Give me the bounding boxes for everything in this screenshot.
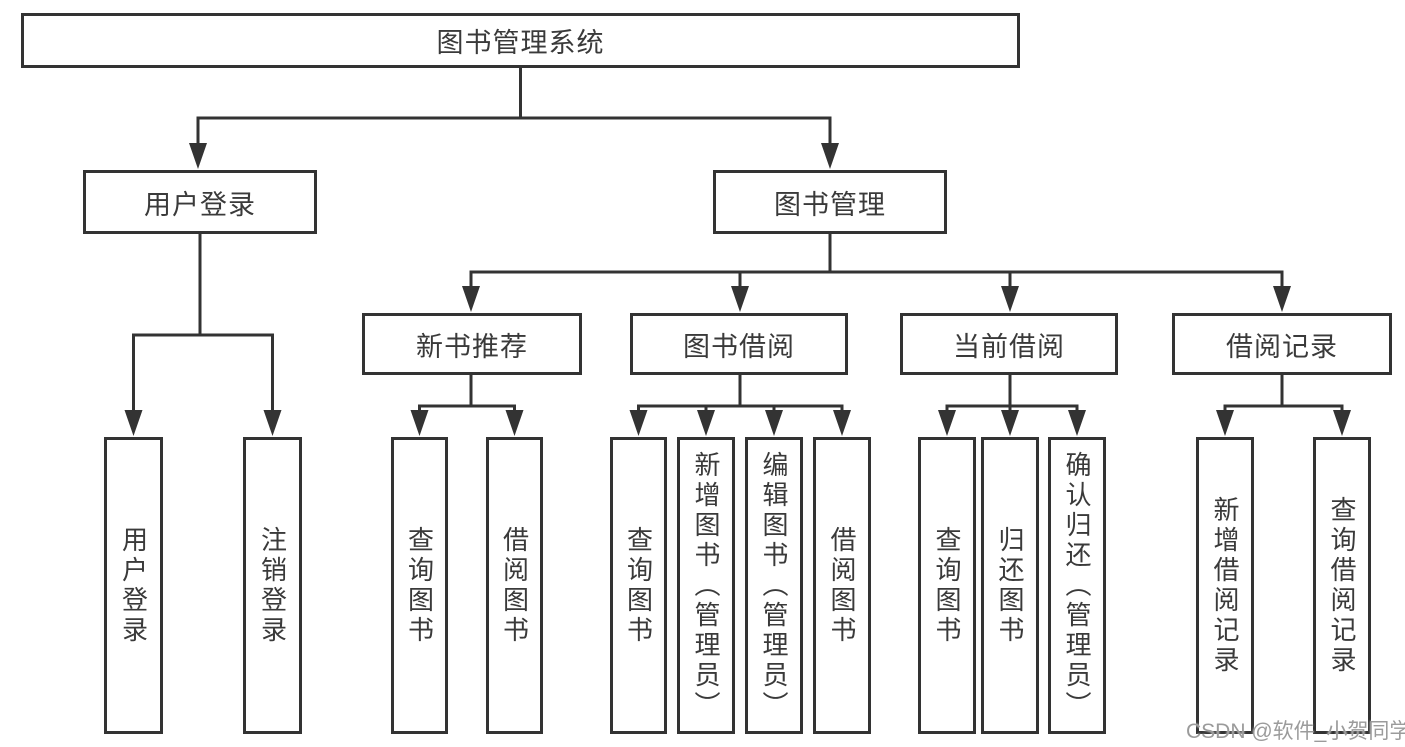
leaf-newbook-query-label: 查询图书	[404, 525, 435, 646]
leaf-borrow-edit: 编辑图书（管理员）	[745, 437, 803, 734]
node-book-management: 图书管理	[713, 170, 947, 234]
leaf-current-confirm-label: 确认归还（管理员）	[1062, 450, 1092, 721]
leaf-logout-login-label: 注销登录	[257, 525, 288, 646]
node-new-book-recommend-label: 新书推荐	[416, 331, 528, 362]
leaf-logout-login: 注销登录	[243, 437, 302, 734]
leaf-borrow-query-label: 查询图书	[623, 525, 654, 646]
leaf-user-login-label: 用户登录	[118, 525, 149, 646]
node-book-borrow-label: 图书借阅	[683, 331, 795, 362]
node-borrow-records-label: 借阅记录	[1226, 331, 1338, 362]
node-root: 图书管理系统	[21, 13, 1020, 68]
node-new-book-recommend: 新书推荐	[362, 313, 582, 375]
leaf-records-query-label: 查询借阅记录	[1327, 495, 1357, 676]
leaf-current-query-label: 查询图书	[932, 525, 962, 646]
node-user-login-label: 用户登录	[144, 189, 256, 220]
node-user-login: 用户登录	[83, 170, 317, 234]
leaf-borrow-add: 新增图书（管理员）	[677, 437, 735, 734]
leaf-borrow-borrow-label: 借阅图书	[827, 525, 857, 646]
leaf-user-login: 用户登录	[104, 437, 163, 734]
node-borrow-records: 借阅记录	[1172, 313, 1392, 375]
leaf-records-query: 查询借阅记录	[1313, 437, 1371, 734]
watermark: CSDN @软件_小贺同学	[1186, 720, 1405, 743]
node-current-borrow-label: 当前借阅	[953, 331, 1065, 362]
leaf-newbook-query: 查询图书	[391, 437, 448, 734]
node-current-borrow: 当前借阅	[900, 313, 1118, 375]
leaf-current-return: 归还图书	[981, 437, 1039, 734]
arrowheads	[124, 143, 1351, 436]
leaf-borrow-edit-label: 编辑图书（管理员）	[759, 450, 789, 721]
leaf-current-query: 查询图书	[918, 437, 976, 734]
leaf-current-confirm: 确认归还（管理员）	[1048, 437, 1106, 734]
leaf-borrow-add-label: 新增图书（管理员）	[691, 450, 721, 721]
leaf-newbook-borrow: 借阅图书	[486, 437, 543, 734]
leaf-records-add: 新增借阅记录	[1196, 437, 1254, 734]
node-root-label: 图书管理系统	[436, 28, 605, 58]
leaf-current-return-label: 归还图书	[995, 525, 1025, 646]
leaf-records-add-label: 新增借阅记录	[1210, 495, 1240, 676]
node-book-management-label: 图书管理	[774, 189, 886, 220]
leaf-borrow-borrow: 借阅图书	[813, 437, 871, 734]
leaf-newbook-borrow-label: 借阅图书	[499, 525, 530, 646]
node-book-borrow: 图书借阅	[630, 313, 848, 375]
leaf-borrow-query: 查询图书	[610, 437, 667, 734]
